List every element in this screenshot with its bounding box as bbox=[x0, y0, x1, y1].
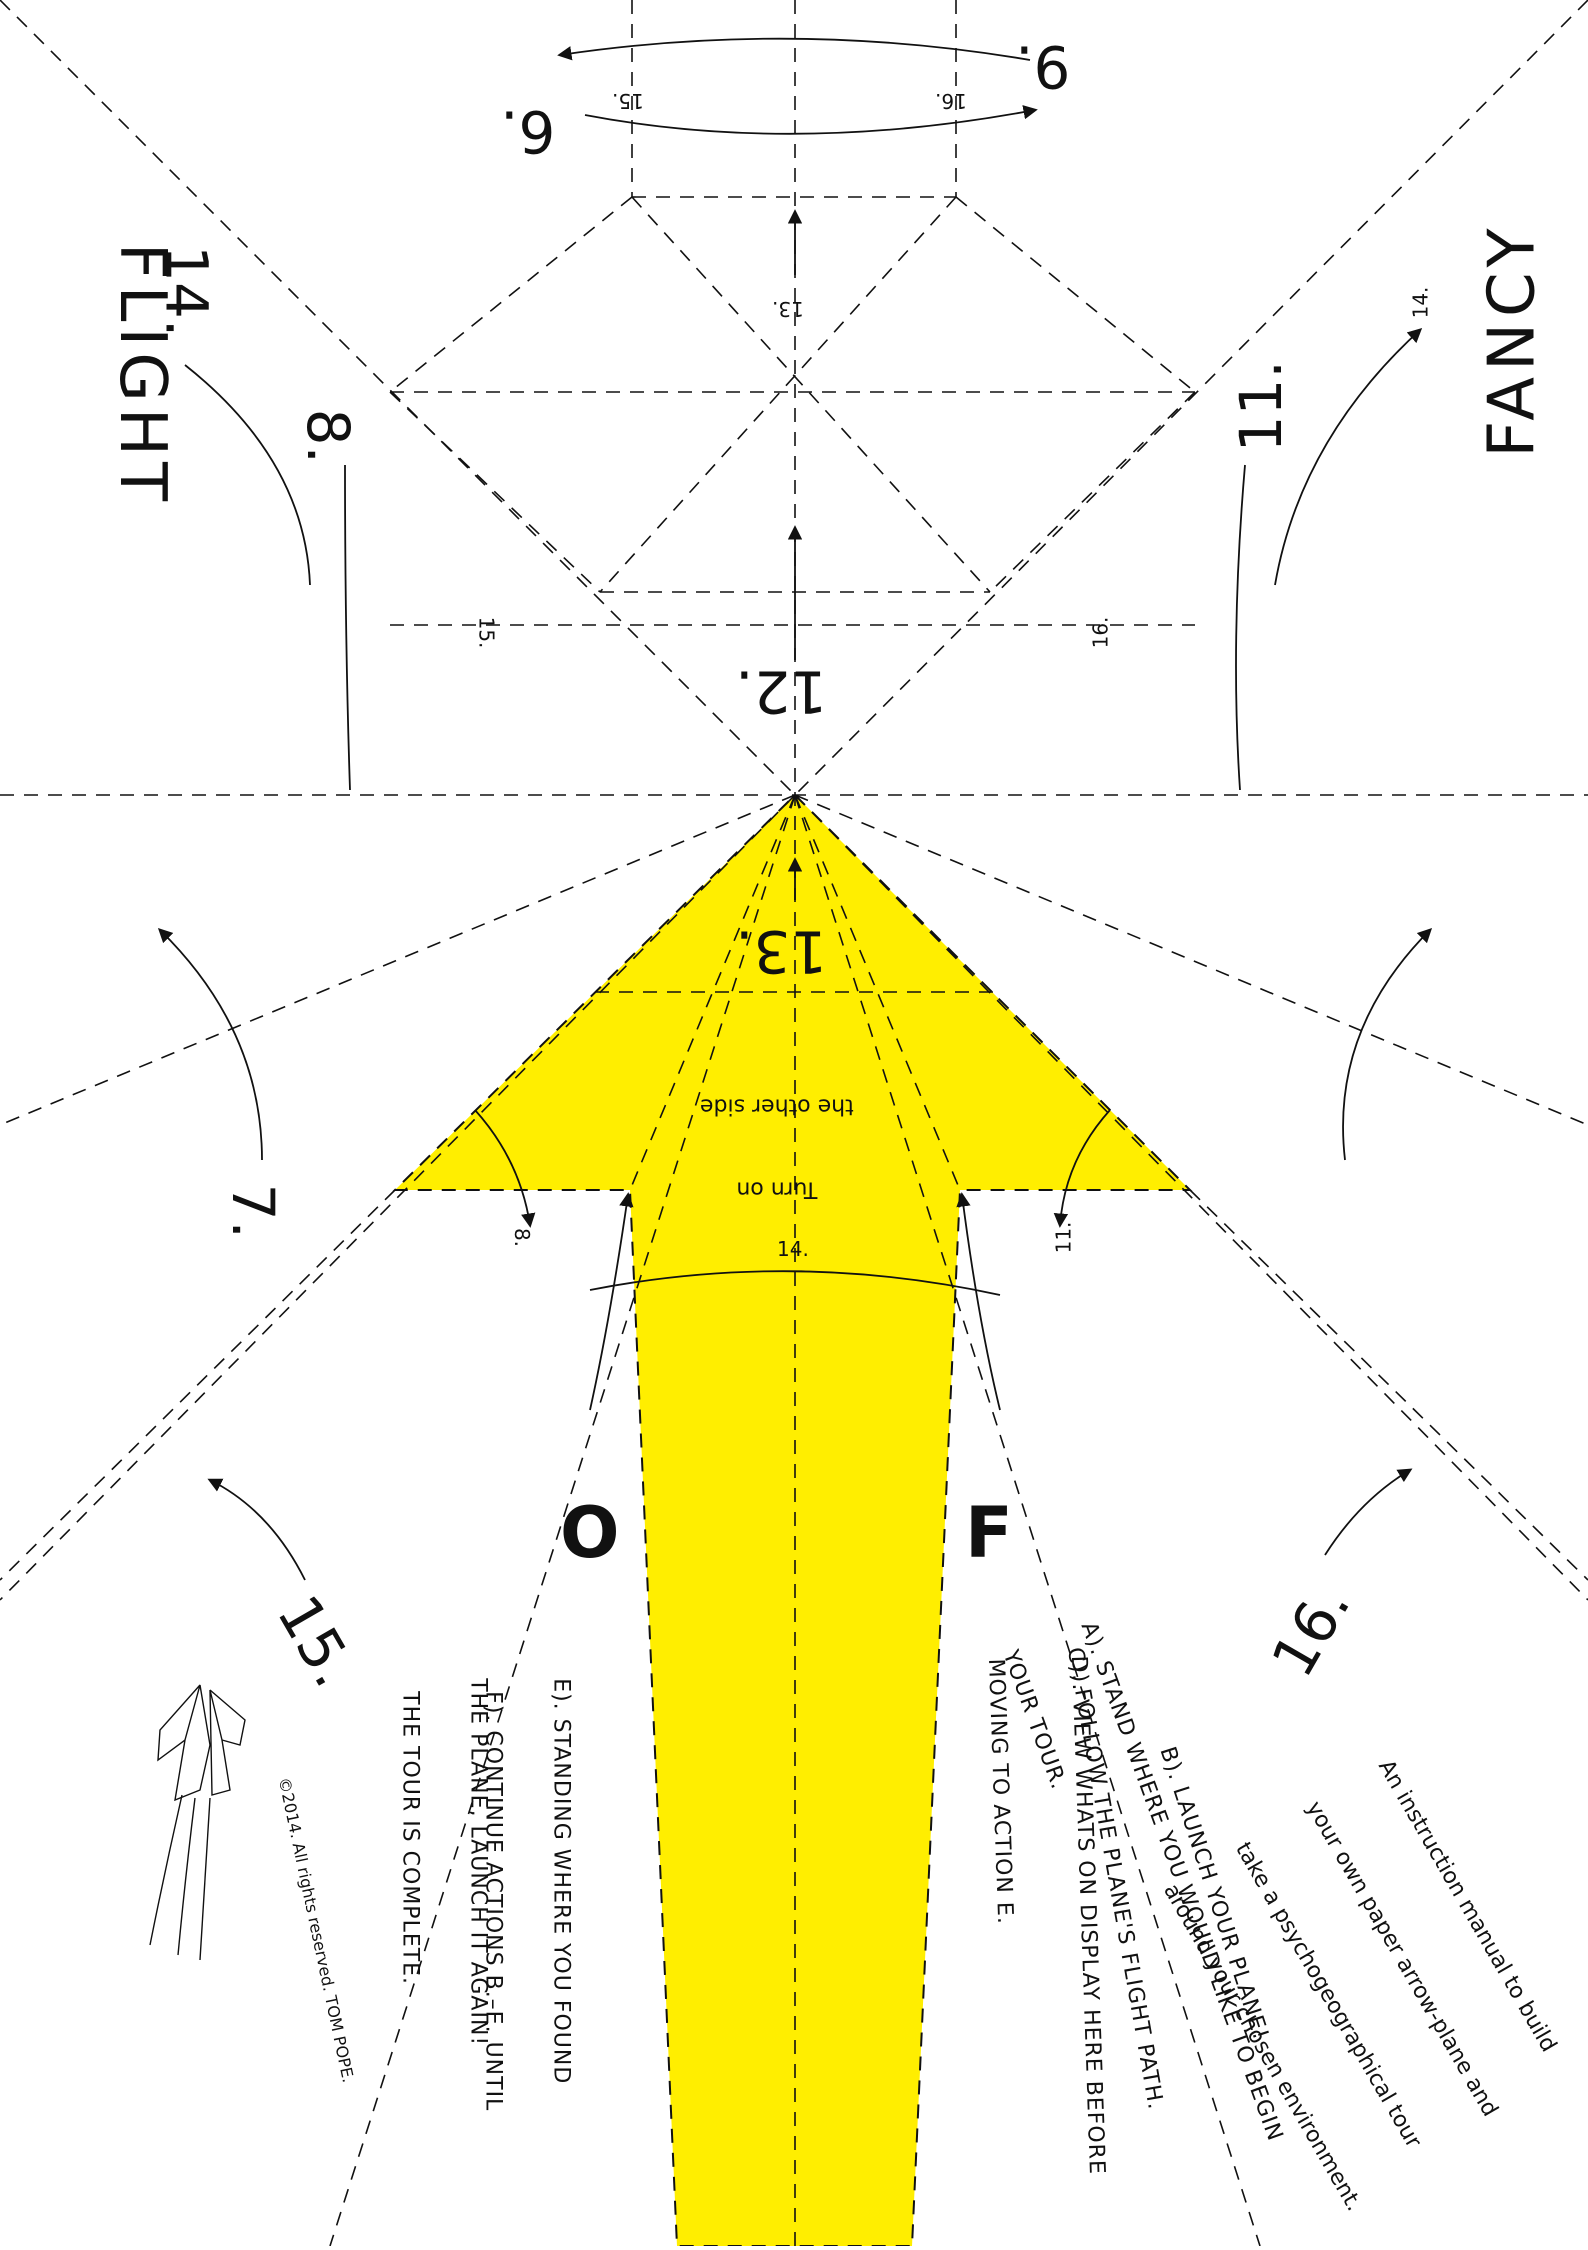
label-16-top: 16. bbox=[935, 88, 967, 113]
label-7: 7. bbox=[216, 1184, 289, 1239]
letter-f: F bbox=[965, 1490, 1013, 1578]
label-13-yellow: 13. bbox=[735, 915, 827, 988]
intro-line-2: your own paper arrow-plane and bbox=[1300, 1796, 1510, 2133]
label-14-right: 14. bbox=[1408, 287, 1433, 319]
turn-over-note: Turn on the other side bbox=[700, 1065, 854, 1258]
label-14-left: 14. bbox=[150, 245, 223, 337]
turn-over-line-1: Turn on bbox=[700, 1175, 854, 1203]
letter-o: O bbox=[560, 1490, 620, 1578]
label-11: 11. bbox=[1225, 360, 1298, 452]
label-13-top: 13. bbox=[772, 296, 804, 321]
label-15-mid: 15. bbox=[473, 617, 498, 649]
label-8-small: 8. bbox=[509, 1228, 534, 1247]
label-12: 12. bbox=[735, 655, 827, 728]
title-fancy: FANCY bbox=[1473, 222, 1553, 457]
turn-over-line-2: the other side bbox=[700, 1093, 854, 1121]
step-f-block: F). CONTINUE ACTIONS B.–E. UNTIL THE TOU… bbox=[369, 1691, 562, 2111]
label-15-top: 15. bbox=[612, 88, 644, 113]
label-11-small: 11. bbox=[1051, 1222, 1076, 1254]
label-6: 6. bbox=[500, 95, 555, 168]
intro-line-3: take a psychogeographical tour bbox=[1229, 1838, 1439, 2175]
paper-plane-illustration bbox=[150, 1685, 245, 1960]
label-16-mid: 16. bbox=[1088, 617, 1113, 649]
step-f-line-1: F). CONTINUE ACTIONS B.–E. UNTIL bbox=[479, 1691, 507, 2111]
step-f-line-2: THE TOUR IS COMPLETE. bbox=[396, 1691, 424, 2111]
label-9: 9. bbox=[1015, 30, 1070, 103]
label-8: 8. bbox=[291, 409, 364, 464]
